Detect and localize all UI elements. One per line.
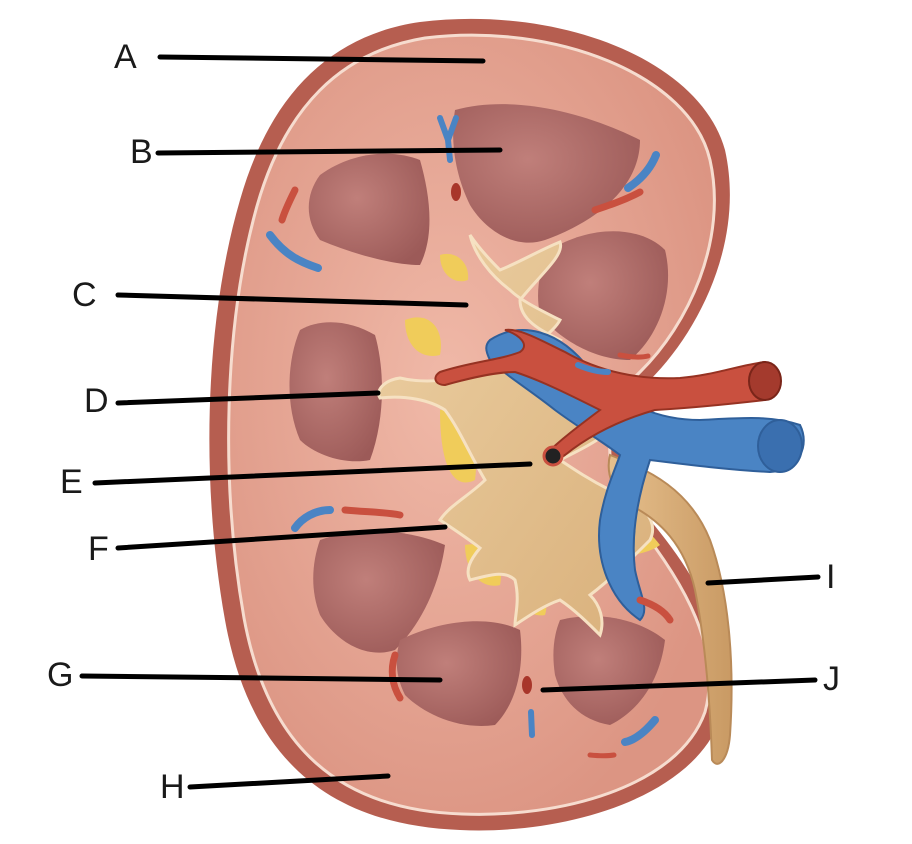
interlobar-artery [451, 183, 461, 201]
sinus-fat [440, 253, 469, 282]
leader-line-d [115, 390, 381, 406]
label-a: A [114, 38, 137, 76]
arcuate-artery [617, 352, 651, 360]
label-e: E [60, 463, 83, 501]
arcuate-artery [636, 596, 674, 624]
arcuate-vein [575, 362, 611, 375]
label-i: I [826, 558, 836, 596]
renal-artery-lumen [748, 361, 782, 401]
arcuate-vein [266, 231, 322, 272]
arcuate-artery [587, 752, 617, 759]
renal-pyramid [538, 231, 669, 360]
arcuate-vein [291, 506, 334, 532]
leader-line-h [187, 773, 391, 790]
arcuate-artery [278, 186, 299, 224]
leader-line-a [157, 54, 486, 64]
renal-vein [485, 329, 805, 622]
ureter [607, 453, 733, 765]
renal-pyramid [289, 322, 382, 462]
sinus-fat [405, 317, 441, 356]
renal-pyramid [396, 621, 522, 726]
renal-pyramid [553, 616, 665, 725]
leader-line-f [115, 524, 448, 551]
leader-lines [79, 54, 821, 790]
arcuate-vein [621, 716, 659, 746]
renal-vein-lumen [757, 419, 803, 473]
renal-pyramid [308, 153, 430, 265]
leader-line-i [705, 574, 821, 586]
label-b: B [130, 133, 153, 171]
leader-line-b [155, 147, 503, 156]
label-j: J [823, 660, 840, 698]
label-f: F [88, 530, 109, 568]
arcuate-artery [591, 188, 644, 214]
label-d: D [84, 382, 109, 420]
leader-line-j [540, 677, 818, 693]
interlobar-artery [522, 676, 532, 694]
interlobar-vein [528, 709, 535, 738]
label-c: C [72, 276, 97, 314]
leader-line-c [115, 292, 469, 308]
leader-line-e [92, 461, 533, 486]
vessel-cross-section [542, 445, 564, 467]
arcuate-vein [624, 151, 660, 192]
leader-line-g [79, 673, 443, 683]
arcuate-artery [341, 506, 404, 519]
label-h: H [160, 768, 185, 806]
renal-artery [434, 328, 779, 462]
renal-pyramid [313, 530, 445, 653]
label-g: G [47, 656, 74, 694]
